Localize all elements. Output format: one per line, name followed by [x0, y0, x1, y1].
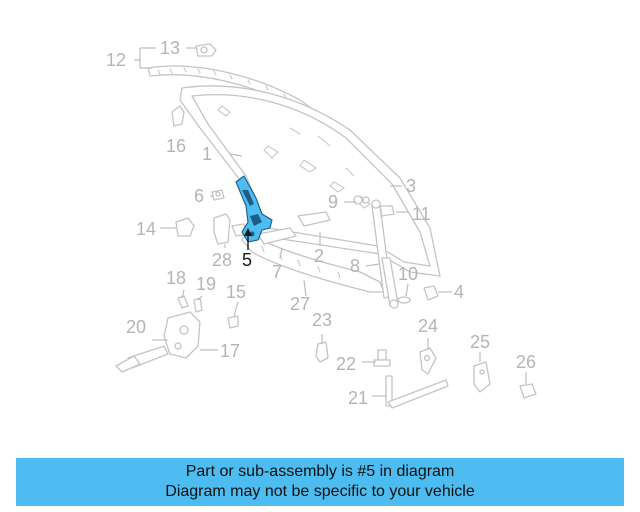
hinge-part-5	[235, 175, 273, 243]
label-13: 13	[160, 38, 180, 58]
label-9: 9	[328, 192, 338, 212]
label-22: 22	[336, 354, 356, 374]
label-28: 28	[212, 250, 232, 270]
clip-10	[397, 296, 411, 304]
label-18: 18	[166, 268, 186, 288]
label-15: 15	[226, 282, 246, 302]
leader-lines	[134, 47, 527, 397]
hood-panel	[179, 85, 441, 277]
label-24: 24	[418, 316, 438, 336]
label-17: 17	[220, 341, 240, 361]
caption-banner: Part or sub-assembly is #5 in diagram Di…	[16, 458, 624, 506]
clip-16	[171, 105, 185, 127]
label-19: 19	[196, 274, 216, 294]
label-4: 4	[454, 282, 464, 302]
bolt-6	[211, 189, 225, 201]
label-27: 27	[290, 294, 310, 314]
bumper-15	[227, 315, 239, 329]
latch-assembly	[115, 295, 203, 373]
support-rod-21	[385, 375, 449, 409]
label-11: 11	[412, 204, 431, 224]
clip-13	[195, 43, 217, 57]
label-16: 16	[166, 136, 186, 156]
seal-27	[241, 231, 385, 293]
fastener-22	[373, 349, 391, 367]
gas-strut-8	[371, 199, 399, 309]
label-23: 23	[312, 310, 332, 330]
label-2: 2	[314, 246, 324, 266]
label-21: 21	[348, 388, 368, 408]
arrow-part-5	[244, 228, 252, 250]
label-5: 5	[242, 250, 252, 270]
label-3: 3	[406, 176, 416, 196]
label-10: 10	[398, 264, 418, 284]
bolt-9	[353, 195, 370, 205]
bracket-28	[213, 213, 247, 245]
label-8: 8	[350, 256, 360, 276]
bracket-25	[473, 361, 491, 393]
clip-23	[315, 341, 329, 363]
label-25: 25	[470, 332, 490, 352]
caption-line-1: Part or sub-assembly is #5 in diagram	[185, 463, 455, 480]
handle-24	[419, 347, 437, 375]
label-6: 6	[194, 186, 204, 206]
label-12: 12	[106, 50, 126, 70]
bracket-2	[257, 211, 331, 245]
caption-line-2: Diagram may not be specific to your vehi…	[165, 483, 475, 500]
bolt-11	[379, 205, 395, 217]
label-14: 14	[136, 219, 156, 239]
label-7: 7	[272, 262, 282, 282]
clip-26	[519, 383, 537, 399]
bumper-14	[175, 217, 195, 237]
label-20: 20	[126, 317, 146, 337]
parts-diagram: 12 13 16 1 6 14 28 5 7 2 3 9 11 8 10 4 2…	[106, 38, 537, 409]
label-1: 1	[202, 144, 212, 164]
bumper-4	[423, 285, 439, 301]
label-26: 26	[516, 352, 536, 372]
